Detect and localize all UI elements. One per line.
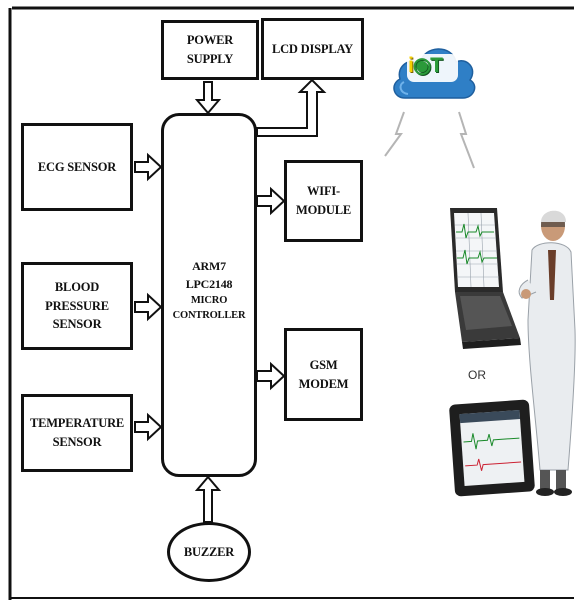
buzzer-label: BUZZER [183, 544, 235, 559]
lcd-display-label: LCD DISPLAY [271, 41, 354, 56]
arrow-mcu-to-lcd [256, 78, 327, 137]
tablet-icon [449, 399, 535, 497]
bp-sensor-label-line1: BLOOD PRESSURE [45, 279, 109, 313]
or-label: OR [468, 368, 486, 382]
temp-sensor-label-line1: TEMPERATURE [29, 416, 125, 431]
temp-sensor-label-line2: SENSOR [52, 435, 102, 449]
iot-cloud-icon [393, 48, 476, 99]
wireless-signal-left-icon [384, 111, 405, 157]
temperature-sensor-block: TEMPERATURE SENSOR [21, 394, 133, 472]
ecg-sensor-block: ECG SENSOR [21, 123, 133, 211]
doctor-figure-icon [518, 210, 576, 496]
laptop-icon [450, 208, 521, 349]
buzzer-block: BUZZER [167, 522, 251, 582]
blood-pressure-sensor-block: BLOOD PRESSURE SENSOR [21, 262, 133, 350]
wifi-module-label: WIFI-MODULE [295, 184, 352, 217]
gsm-modem-label: GSM MODEM [298, 357, 349, 391]
mcu-label-line1: ARM7 [192, 259, 226, 274]
arrow-mcu-to-wifi [256, 186, 286, 216]
ecg-sensor-label: ECG SENSOR [37, 159, 117, 174]
bp-sensor-label-line2: SENSOR [52, 317, 102, 332]
microcontroller-block: ARM7 LPC2148 MICRO CONTROLLER [161, 113, 257, 477]
arrow-power-to-mcu [194, 81, 222, 115]
power-supply-block: POWER SUPPLY [161, 20, 259, 80]
lcd-display-block: LCD DISPLAY [261, 18, 364, 80]
power-supply-label: POWER SUPPLY [186, 33, 234, 66]
gsm-modem-block: GSM MODEM [284, 328, 363, 421]
arrow-bp-to-mcu [134, 292, 163, 322]
wifi-module-block: WIFI-MODULE [284, 160, 363, 242]
wireless-signal-right-icon [458, 111, 475, 169]
arrow-buzzer-to-mcu [194, 475, 222, 523]
arrow-temp-to-mcu [134, 412, 163, 442]
arrow-mcu-to-gsm [256, 361, 286, 391]
arrow-ecg-to-mcu [134, 152, 163, 182]
mcu-label-line2: LPC2148 [185, 276, 233, 291]
mcu-label-line3: MICRO CONTROLLER [172, 295, 246, 322]
iot-logo-text: i◉T [408, 54, 443, 77]
